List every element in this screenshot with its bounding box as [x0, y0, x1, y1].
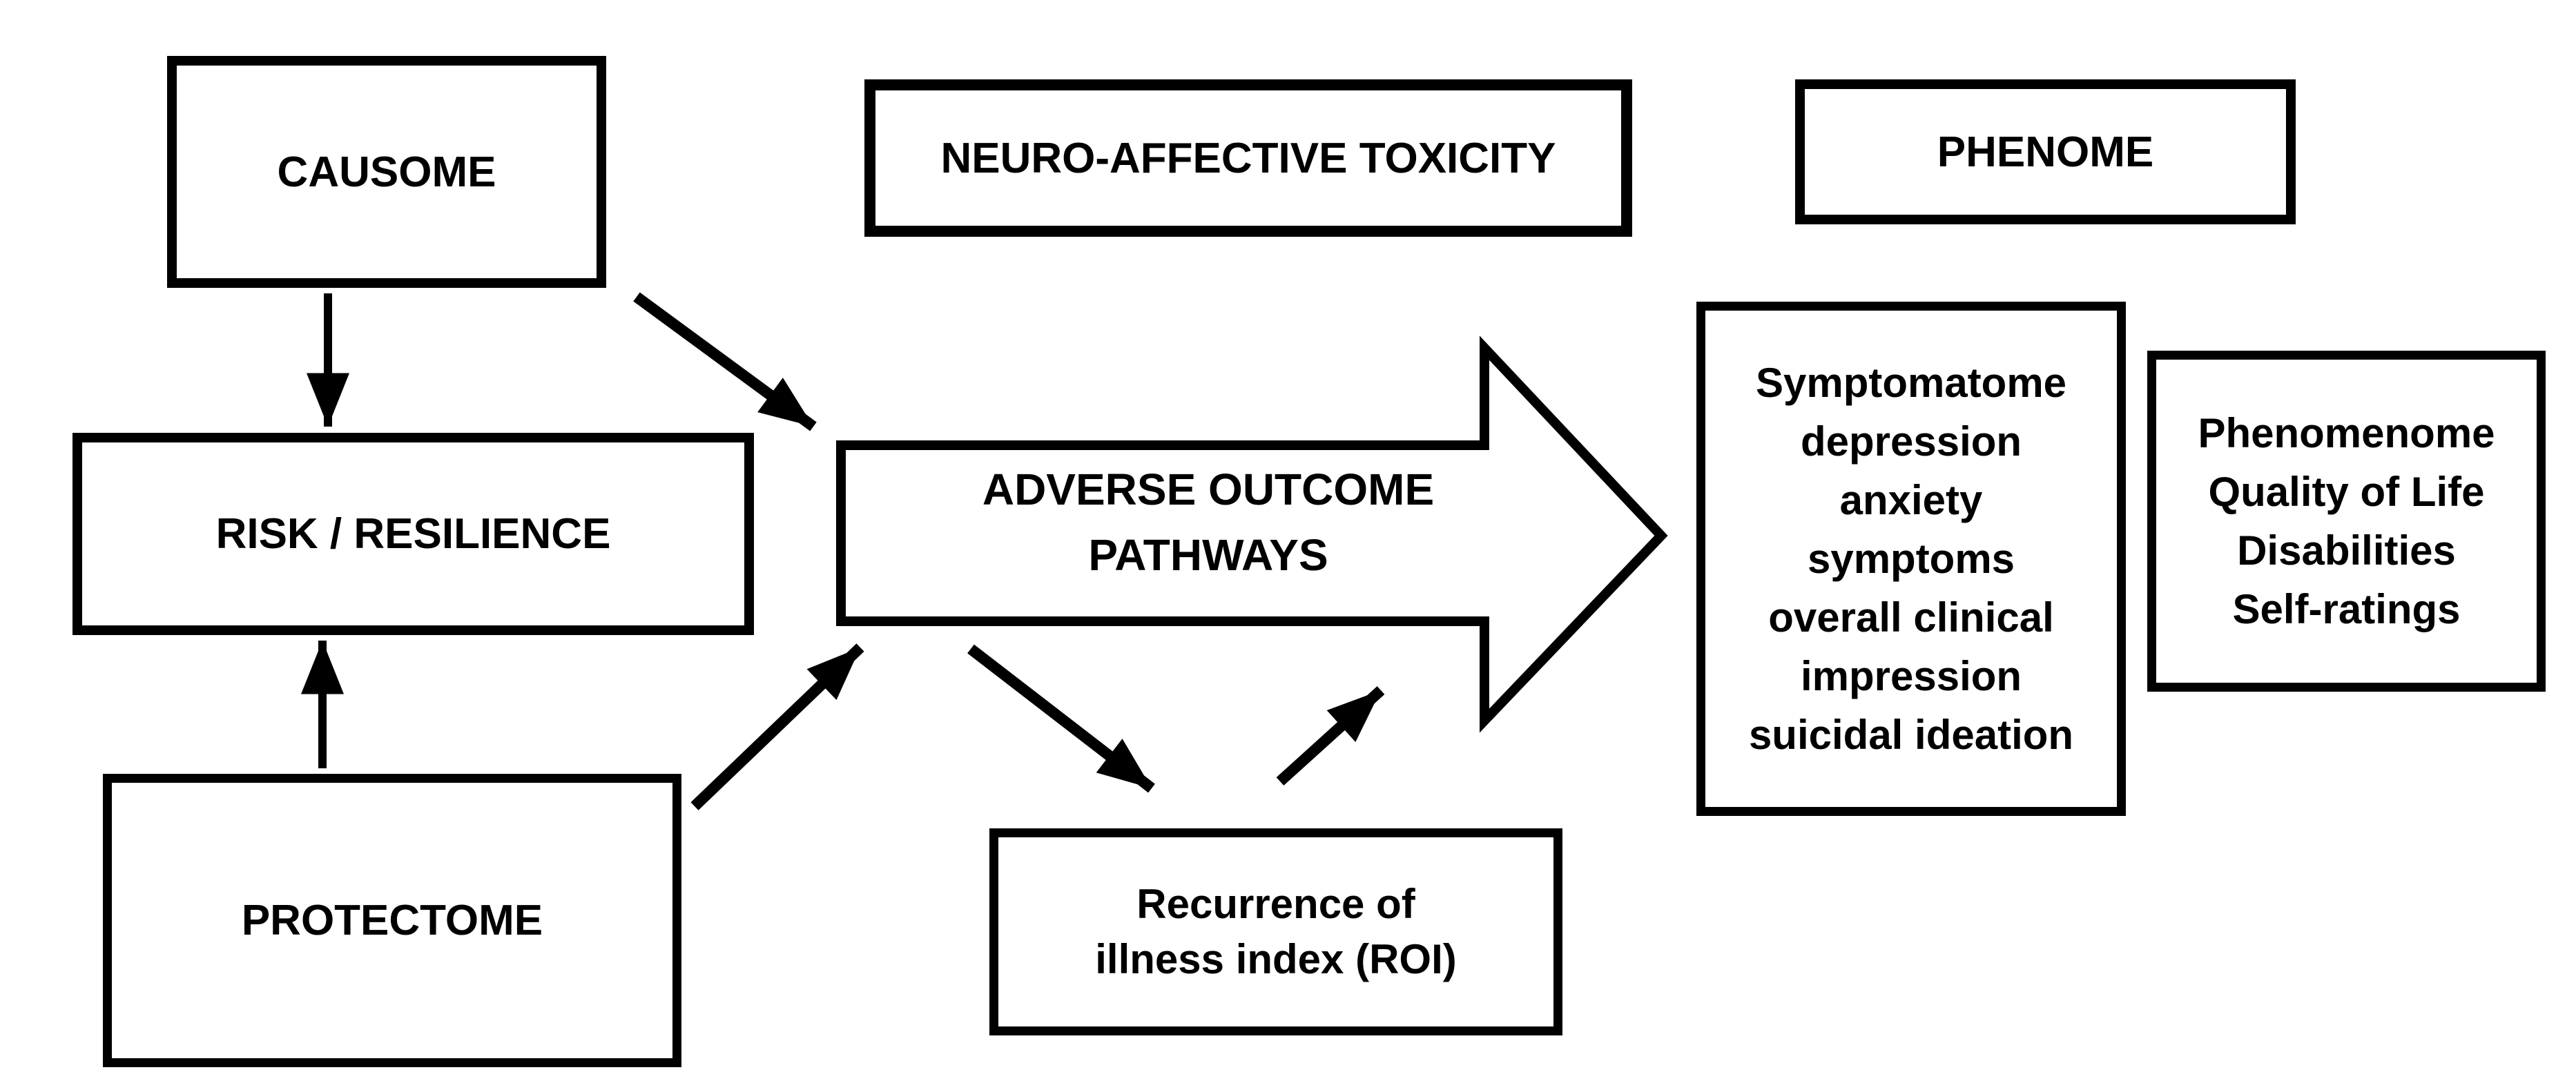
risk-resilience-label: RISK / RESILIENCE [215, 510, 611, 558]
phenome-box: PHENOME [1795, 79, 2296, 224]
symptomatome-line-5: overall clinical [1768, 594, 2054, 641]
arrow-protectome-to-aop [690, 643, 864, 810]
causome-label: CAUSOME [277, 148, 496, 196]
arrow-causome-to-aop [633, 292, 817, 431]
aop-line-2: PATHWAYS [1088, 530, 1328, 580]
symptomatome-line-2: depression [1800, 418, 2022, 465]
symptomatome-box: Symptomatome depression anxiety symptoms… [1696, 302, 2126, 816]
neuro-affective-toxicity-label: NEURO-AFFECTIVE TOXICITY [940, 134, 1556, 182]
symptomatome-line-4: symptoms [1807, 536, 2015, 582]
protectome-label: PROTECTOME [241, 897, 543, 944]
phenome-label: PHENOME [1937, 128, 2154, 176]
symptomatome-line-7: suicidal ideation [1748, 712, 2074, 758]
phenomenome-box: Phenomenome Quality of Life Disabilities… [2147, 351, 2546, 692]
arrow-roi-to-aop [1276, 686, 1385, 786]
aop-line-1: ADVERSE OUTCOME [982, 465, 1435, 514]
adverse-outcome-pathways-label: ADVERSE OUTCOME PATHWAYS [863, 457, 1553, 588]
phenomenome-line-1: Phenomenome [2198, 410, 2495, 456]
arrow-aop-to-roi [967, 644, 1155, 793]
adverse-outcome-block-arrow [836, 335, 1668, 733]
roi-line-2: illness index (ROI) [1095, 936, 1457, 982]
symptomatome-line-6: impression [1800, 653, 2022, 699]
roi-line-1: Recurrence of [1136, 881, 1415, 927]
phenomenome-line-2: Quality of Life [2208, 469, 2485, 515]
phenomenome-line-3: Disabilities [2237, 527, 2456, 574]
causome-box: CAUSOME [167, 56, 606, 288]
symptomatome-line-3: anxiety [1839, 477, 1983, 523]
risk-resilience-box: RISK / RESILIENCE [72, 433, 754, 635]
neuro-affective-toxicity-box: NEURO-AFFECTIVE TOXICITY [864, 79, 1632, 237]
protectome-box: PROTECTOME [103, 774, 681, 1067]
recurrence-of-illness-box: Recurrence of illness index (ROI) [989, 828, 1562, 1035]
phenomenome-line-4: Self-ratings [2232, 586, 2461, 632]
symptomatome-line-1: Symptomatome [1755, 360, 2067, 406]
